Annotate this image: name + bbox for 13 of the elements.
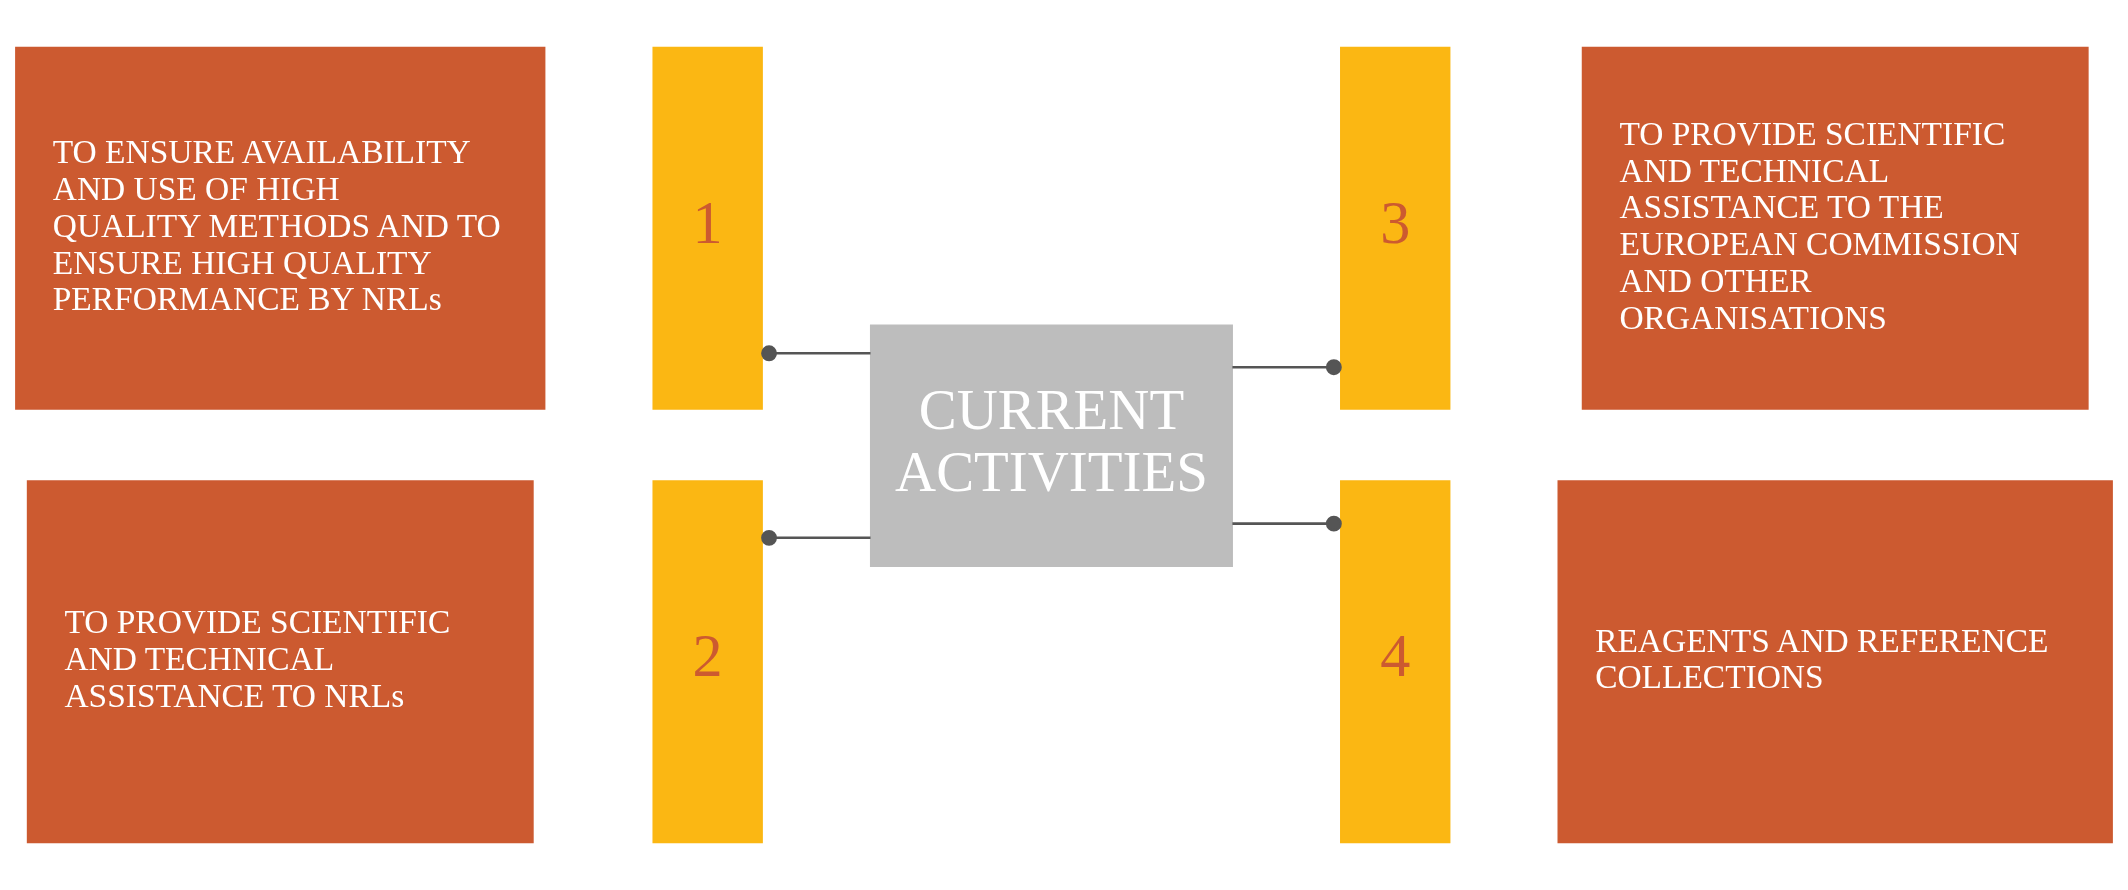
- connector: [761, 529, 871, 546]
- node-box: 4: [1340, 480, 1451, 844]
- node-box: TO ENSURE AVAILABILITY AND USE OF HIGH QUALITY METHODS AND TO ENSURE HIGH QUALITY PERFORMANCE BY NRLs: [15, 46, 546, 410]
- node-box: CURRENT ACTIVITIES: [869, 324, 1233, 568]
- node-box: TO PROVIDE SCIENTIFIC AND TECHNICAL ASSISTANCE TO NRLs: [26, 480, 534, 844]
- node-box: 1: [652, 46, 763, 410]
- connector: [1232, 359, 1342, 376]
- connector: [1232, 515, 1342, 532]
- node-box: 2: [652, 480, 763, 844]
- node-box: 3: [1340, 46, 1451, 410]
- node-box: REAGENTS AND REFERENCE COLLECTIONS: [1557, 480, 2113, 844]
- connector: [761, 345, 871, 362]
- node-box: TO PROVIDE SCIENTIFIC AND TECHNICAL ASSISTANCE TO THE EUROPEAN COMMISSION AND OTHER ORGANISATIONS: [1581, 46, 2089, 410]
